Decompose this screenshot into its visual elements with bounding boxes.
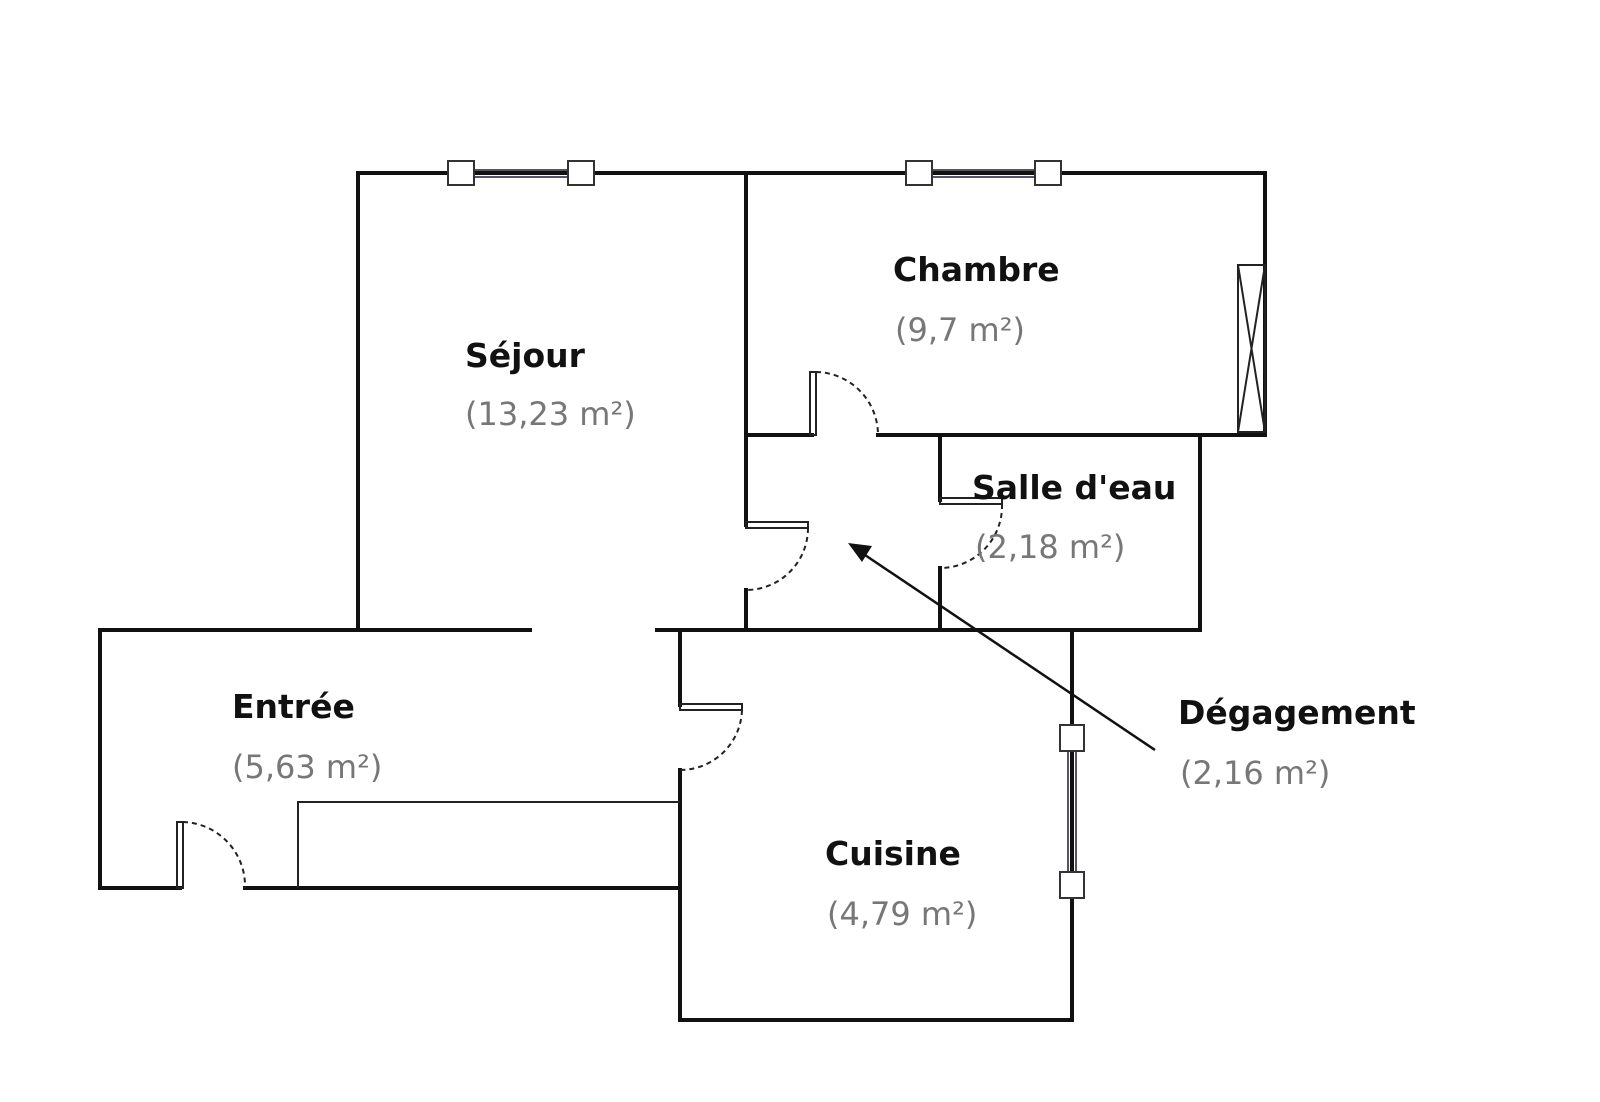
room-name-salle-eau: Salle d'eau <box>972 468 1176 507</box>
room-area-cuisine: (4,79 m²) <box>827 895 977 933</box>
window-cuisine <box>1059 724 1085 752</box>
door-cuisine <box>679 703 743 711</box>
door-sejour <box>745 521 809 529</box>
windows <box>447 160 1085 899</box>
room-area-chambre: (9,7 m²) <box>895 311 1025 349</box>
room-area-salle-eau: (2,18 m²) <box>975 528 1125 566</box>
doors <box>176 371 1004 889</box>
closet <box>1237 264 1266 433</box>
window-sejour <box>447 160 475 186</box>
window-chambre <box>905 160 933 186</box>
walls <box>98 171 1267 1022</box>
room-name-degagement: Dégagement <box>1178 693 1416 732</box>
door-chambre <box>809 371 817 436</box>
degagement-arrow <box>848 543 1156 752</box>
room-name-entree: Entrée <box>232 687 355 726</box>
room-name-cuisine: Cuisine <box>825 834 961 873</box>
room-area-degagement: (2,16 m²) <box>1180 754 1330 792</box>
door-entree <box>176 821 184 889</box>
interior-counter <box>297 801 680 888</box>
room-name-sejour: Séjour <box>465 336 586 375</box>
room-area-entree: (5,63 m²) <box>232 748 382 786</box>
room-name-chambre: Chambre <box>893 250 1060 289</box>
room-area-sejour: (13,23 m²) <box>465 395 636 433</box>
door-salle-eau <box>939 497 1003 505</box>
